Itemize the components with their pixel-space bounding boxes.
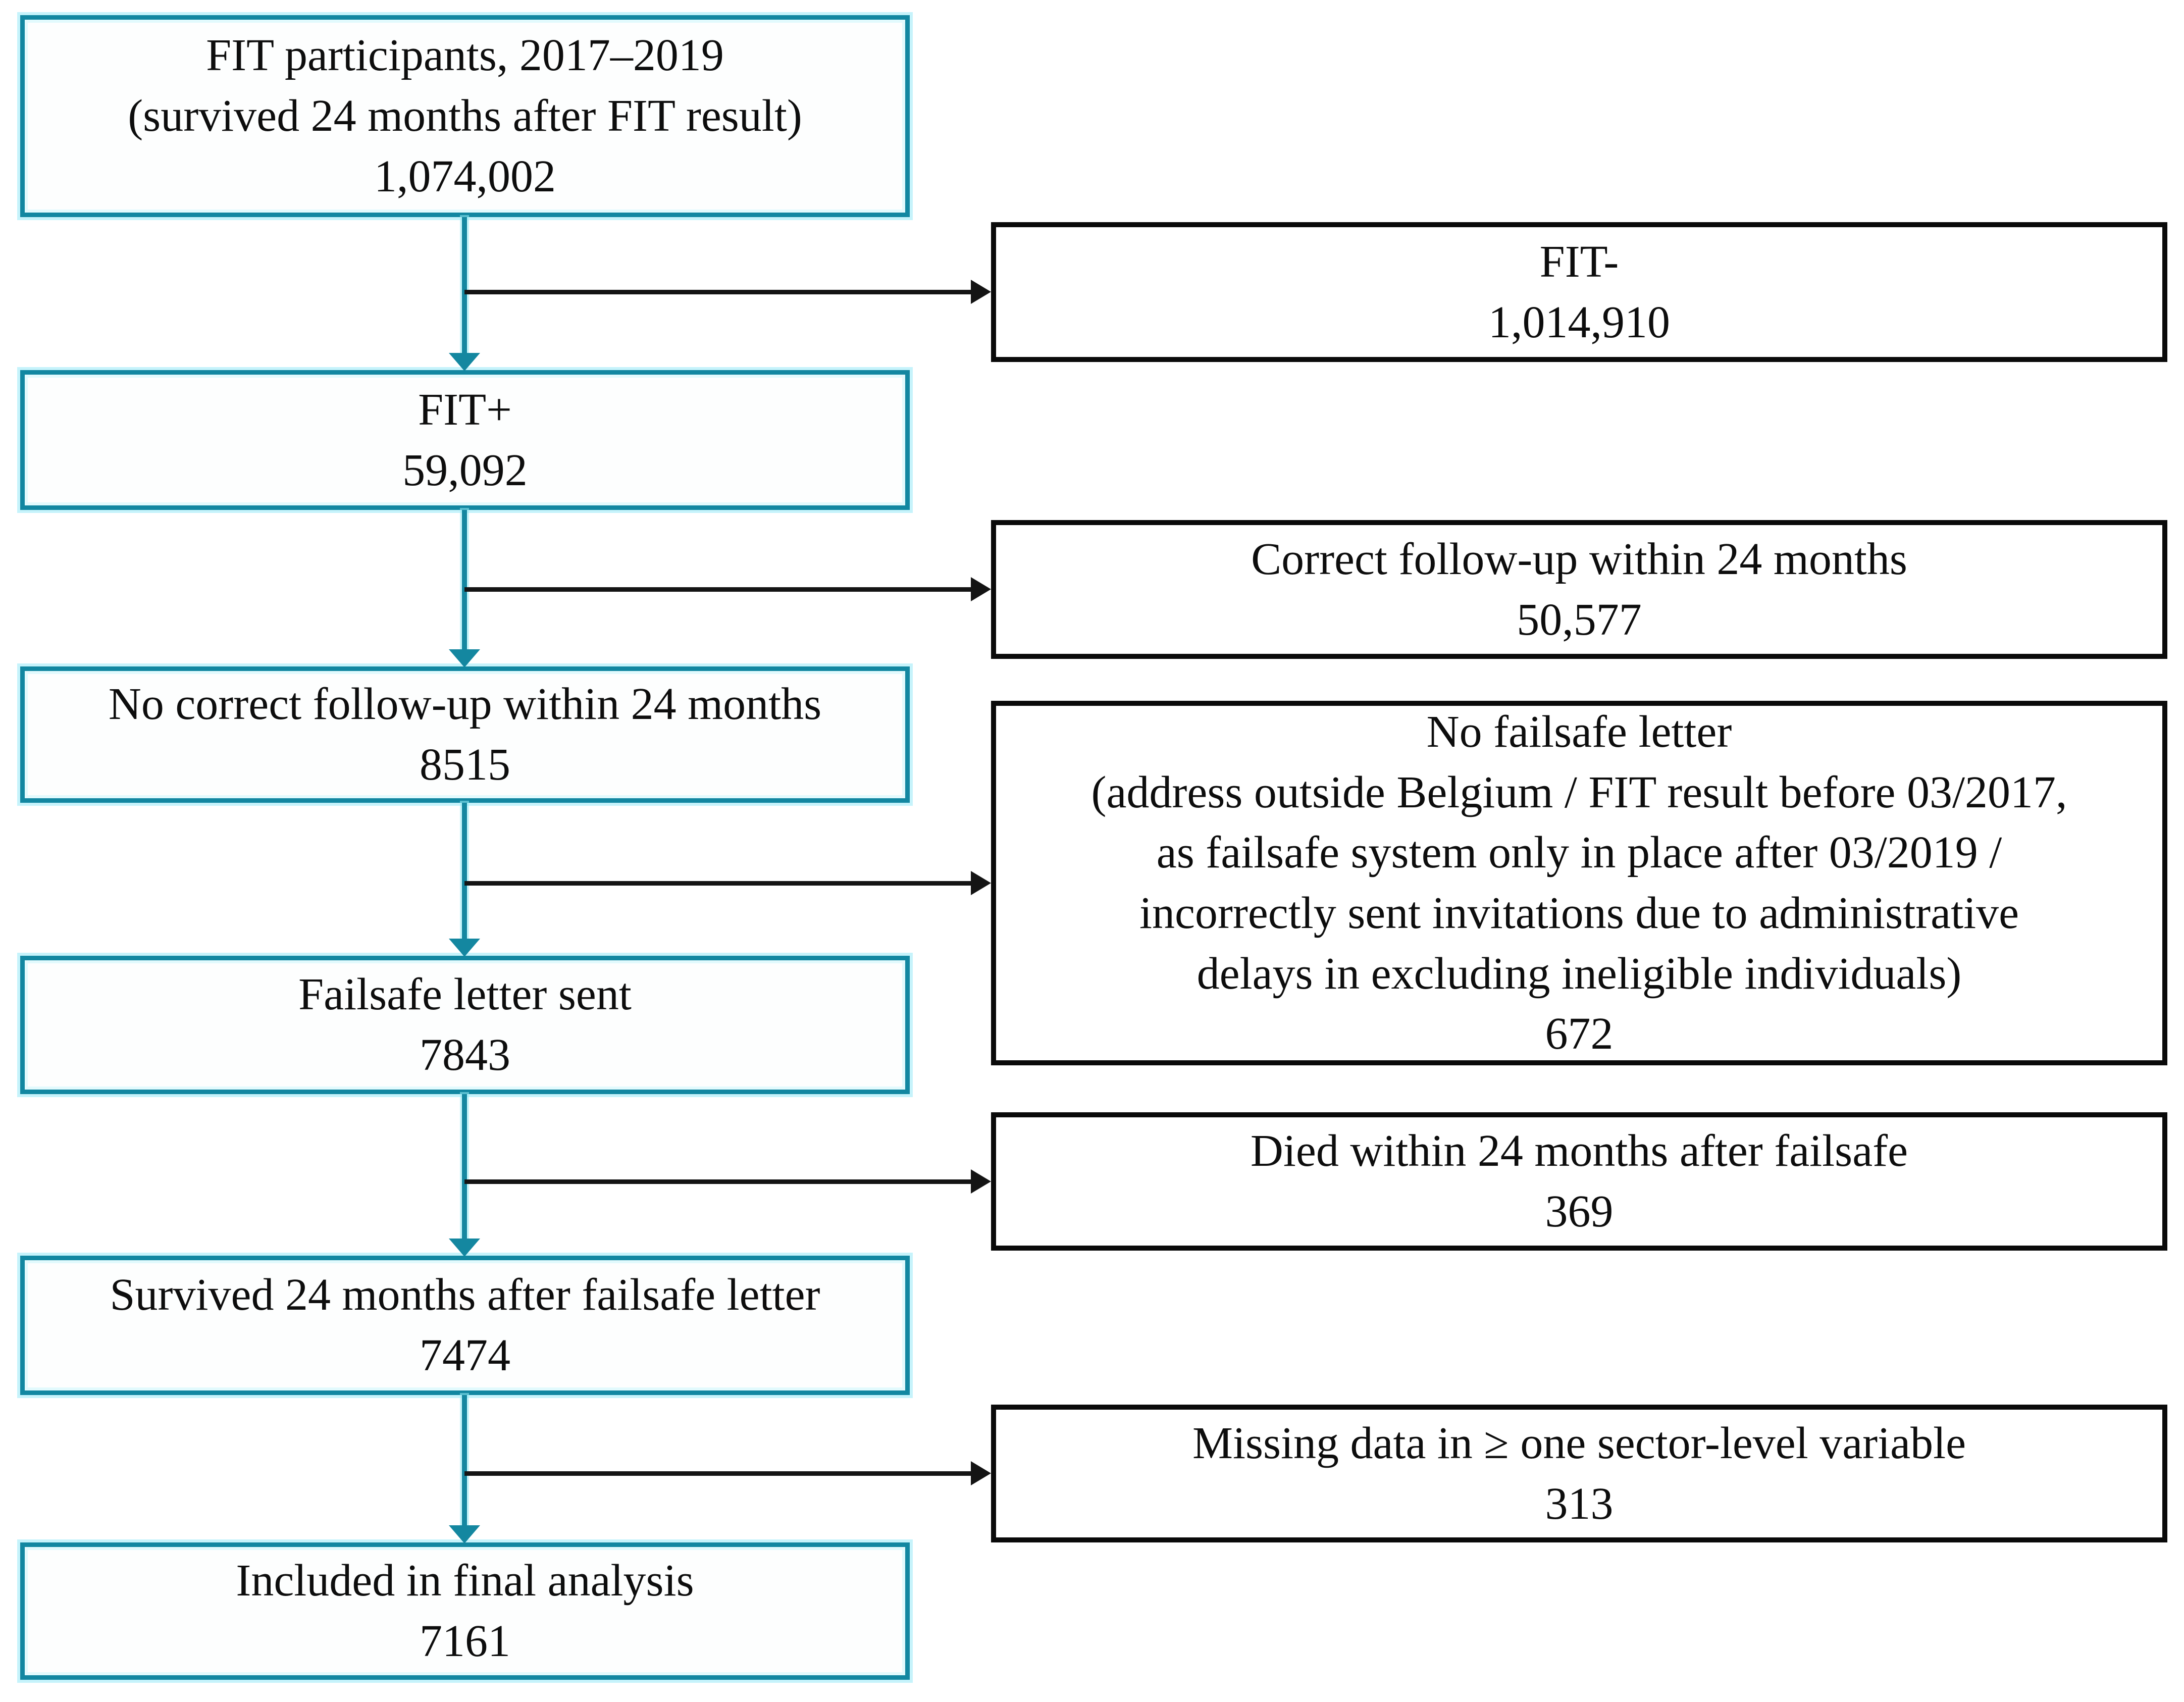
branch-arrow-line-4	[464, 1179, 973, 1184]
branch-arrow-head-1	[971, 280, 991, 304]
box-fit-negative: FIT- 1,014,910	[991, 222, 2167, 362]
box-no-correct-followup: No correct follow-up within 24 months 85…	[20, 666, 910, 803]
down-arrow-head-3	[449, 939, 480, 957]
box-died-within-24-months: Died within 24 months after failsafe 369	[991, 1112, 2167, 1251]
branch-arrow-line-3	[464, 881, 973, 886]
box-included-final-analysis: Included in final analysis 7161	[20, 1542, 910, 1680]
branch-arrow-line-2	[464, 587, 973, 592]
down-arrow-head-2	[449, 649, 480, 667]
box-failsafe-letter-sent: Failsafe letter sent 7843	[20, 956, 910, 1094]
down-arrow-line-5	[462, 1395, 467, 1526]
box-no-failsafe-letter: No failsafe letter (address outside Belg…	[991, 701, 2167, 1065]
box-fit-positive: FIT+ 59,092	[20, 370, 910, 510]
box-fit-participants: FIT participants, 2017–2019 (survived 24…	[20, 15, 910, 217]
down-arrow-line-1	[462, 217, 467, 354]
down-arrow-head-5	[449, 1525, 480, 1543]
box-survived-24-months: Survived 24 months after failsafe letter…	[20, 1256, 910, 1395]
down-arrow-line-2	[462, 510, 467, 650]
branch-arrow-head-4	[971, 1169, 991, 1194]
branch-arrow-line-5	[464, 1471, 973, 1476]
branch-arrow-head-3	[971, 871, 991, 895]
branch-arrow-head-5	[971, 1461, 991, 1485]
down-arrow-line-4	[462, 1094, 467, 1240]
branch-arrow-head-2	[971, 577, 991, 601]
branch-arrow-line-1	[464, 290, 973, 294]
down-arrow-head-4	[449, 1239, 480, 1257]
box-correct-followup: Correct follow-up within 24 months 50,57…	[991, 520, 2167, 659]
down-arrow-head-1	[449, 353, 480, 371]
box-missing-sector-data: Missing data in ≥ one sector-level varia…	[991, 1405, 2167, 1542]
down-arrow-line-3	[462, 803, 467, 940]
